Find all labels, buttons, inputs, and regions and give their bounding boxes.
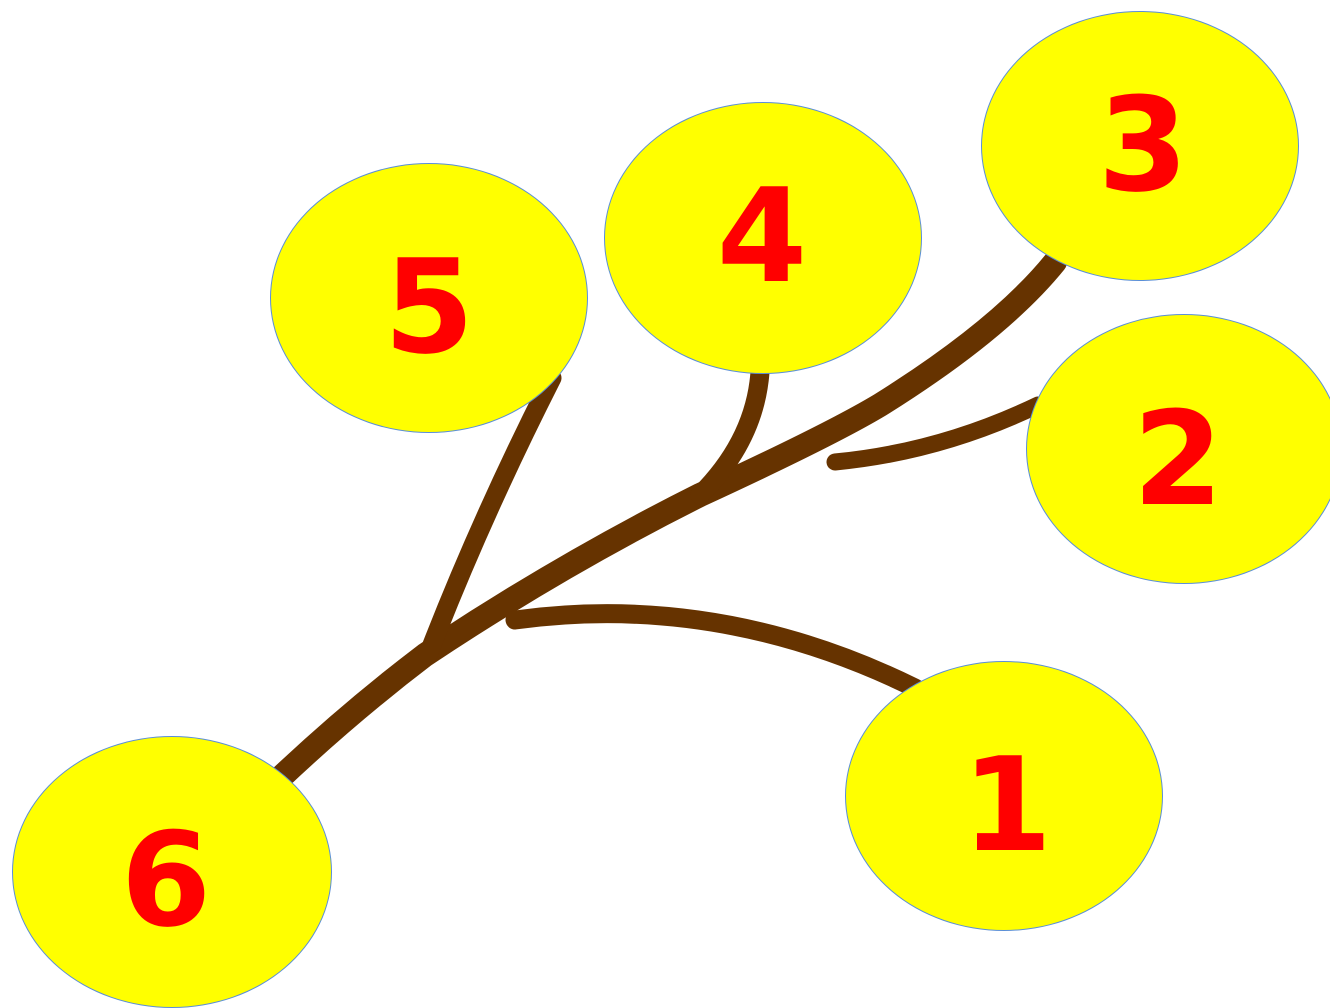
circle-node-6[interactable]: 6 (12, 736, 332, 1008)
branch-to-node-2 (826, 396, 1047, 471)
circle-node-2[interactable]: 2 (1026, 314, 1330, 584)
circle-node-1[interactable]: 1 (845, 661, 1163, 931)
branch-to-node-4 (690, 362, 770, 505)
circle-node-5[interactable]: 5 (270, 163, 588, 433)
node-label-6: 6 (120, 804, 212, 956)
circle-node-3[interactable]: 3 (981, 11, 1299, 281)
node-label-1: 1 (961, 729, 1053, 881)
branch-to-node-1 (505, 604, 925, 698)
node-label-5: 5 (383, 231, 475, 383)
node-label-4: 4 (716, 160, 808, 312)
node-label-3: 3 (1097, 68, 1189, 221)
circle-node-4[interactable]: 4 (604, 102, 922, 374)
branch-to-node-5 (418, 368, 562, 665)
node-label-2: 2 (1132, 383, 1224, 535)
